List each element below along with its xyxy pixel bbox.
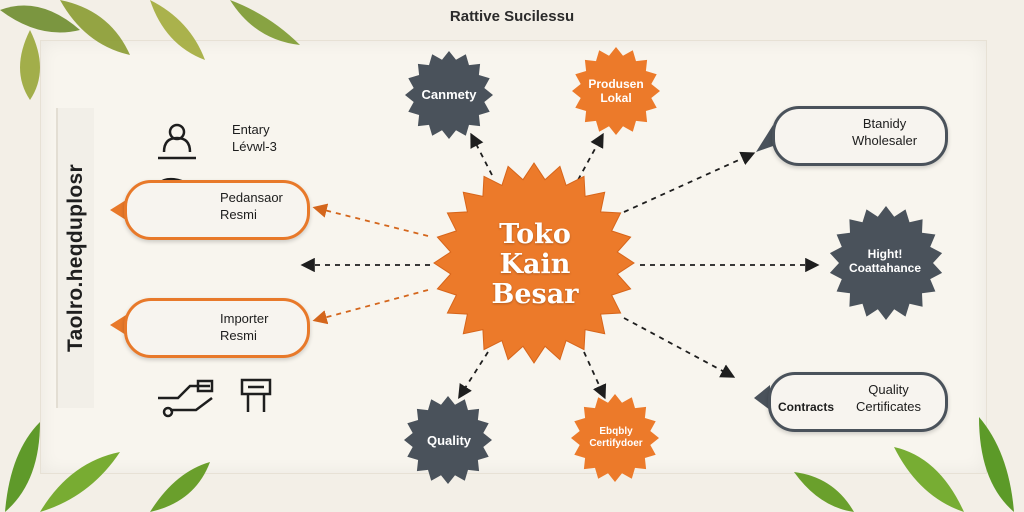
entry-label: Entary Lévwl-3 (232, 122, 277, 156)
node-right-mid-label: Hight! Coattahance (830, 247, 940, 276)
node-top-left-label: Canmety (421, 87, 477, 102)
side-label: Taolro.heqduplosr (56, 108, 94, 408)
pill-right-top-tail (756, 125, 776, 152)
arrow-right-bottom (623, 317, 736, 378)
starburst-top-mid (572, 47, 660, 135)
pill-importer-label: Importer Resmi (220, 311, 268, 345)
center-label: Toko Kain Besar (455, 219, 615, 311)
arrow-left-upper (312, 203, 429, 237)
arrow-left-lower (312, 289, 429, 325)
pill-pedansaor-label: Pedansaor Resmi (220, 190, 283, 224)
pill-importer (124, 298, 310, 358)
pill-wholesaler-line-1: Btanidy (862, 116, 907, 131)
pill-wholesaler-line-2: Wholesaler (852, 132, 918, 148)
leaves-bottom-right (794, 417, 1014, 512)
node-bottom-mid-line-2: Certifydoer (589, 437, 643, 449)
pill-quality (768, 372, 948, 432)
pill-importer-line-1: Importer (220, 311, 269, 326)
pill-quality-contracts: Contracts (778, 400, 835, 414)
entry-line-1: Entary (232, 122, 270, 137)
pill2-tail (110, 315, 126, 335)
pill-quality-line-2: Certificates (856, 398, 922, 414)
pill-quality-label: Quality Certificates (856, 382, 921, 416)
center-line-3: Besar (491, 279, 579, 311)
arrow-right-top (623, 151, 756, 213)
pill-importer-line-2: Resmi (220, 327, 257, 343)
center-line-2: Kain (499, 249, 571, 281)
starburst-top-left (405, 51, 493, 139)
node-bottom-left-label: Quality (426, 433, 472, 448)
node-bottom-mid-line-1: Ebqbly (599, 426, 633, 437)
signpost-icon (240, 378, 272, 412)
entry-person-icon (158, 123, 196, 160)
entry-line-2: Lévwl-3 (232, 138, 277, 154)
starburst-bottom-mid (571, 394, 659, 482)
node-top-mid-label: Produsen Lokal (568, 77, 664, 106)
pill1-tail (110, 200, 126, 220)
pill-wholesaler-label: Btanidy Wholesaler (852, 116, 917, 150)
node-bottom-mid-label: Ebqbly Certifydoer (566, 426, 666, 449)
leaves-top-left (0, 0, 300, 100)
starburst-bottom-left (404, 396, 492, 484)
arrow-top-mid (577, 132, 604, 181)
node-right-mid-line-2: Coattahance (848, 260, 922, 275)
leaves-bottom-left (5, 422, 210, 512)
center-starburst (433, 162, 635, 364)
arrow-top-left (470, 132, 493, 176)
pill-right-bottom-tail (754, 385, 770, 410)
diagram-title: Rattive Sucilessu (449, 8, 575, 25)
pill-pedansaor (124, 180, 310, 240)
pill-wholesaler (772, 106, 948, 166)
node-top-mid-line-2: Lokal (600, 90, 632, 105)
starburst-right-mid (829, 206, 943, 320)
arrow-bottom-left (458, 351, 489, 400)
arrow-bottom-mid (583, 351, 607, 400)
center-line-1: Toko (499, 219, 571, 250)
pill-pedansaor-line-2: Resmi (220, 206, 257, 222)
pill-quality-line-1: Quality (868, 382, 909, 397)
node-right-mid-line-1: Hight! (867, 247, 903, 261)
pill-pedansaor-line-1: Pedansaor (220, 190, 283, 205)
handshake-icon (158, 379, 214, 418)
node-top-mid-line-1: Produsen (588, 77, 644, 91)
